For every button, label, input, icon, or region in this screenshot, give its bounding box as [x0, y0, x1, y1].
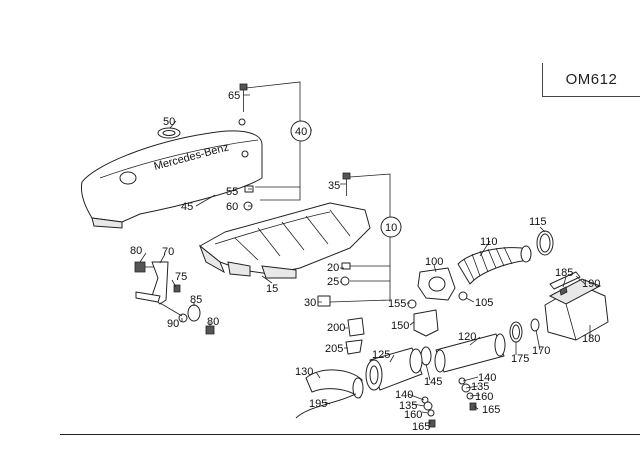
part-label: 160	[475, 391, 493, 403]
part-label: 20	[327, 262, 339, 274]
part-label: 50	[163, 116, 175, 128]
part-label: 185	[555, 267, 573, 279]
callout-40	[290, 120, 312, 142]
star-logo-icon	[119, 171, 137, 185]
bolt-165-right	[469, 402, 477, 411]
part-label: 70	[162, 246, 174, 258]
part-label: 30	[304, 297, 316, 309]
washer-25	[340, 276, 350, 286]
screw-105	[458, 291, 468, 301]
bolt-80-lower	[205, 325, 215, 335]
part-label: 105	[475, 297, 493, 309]
part-label: 130	[295, 366, 313, 378]
intake-manifold-15	[198, 202, 371, 279]
callout-10	[380, 216, 402, 238]
washer-160-left	[427, 409, 435, 417]
bolt-80-upper	[134, 261, 146, 273]
screw-75	[173, 284, 181, 293]
part-label: 35	[328, 180, 340, 192]
part-label: 140	[478, 372, 496, 384]
tube-120	[434, 333, 506, 373]
part-label: 135	[471, 381, 489, 393]
hose-110	[457, 245, 532, 285]
part-label: 165	[412, 421, 430, 433]
part-label: 55	[226, 186, 238, 198]
part-label: 80	[130, 245, 142, 257]
part-label: 75	[175, 271, 187, 283]
model-code: OM612	[565, 71, 618, 88]
bolt-165-left	[428, 419, 436, 428]
part-label: 45	[181, 201, 193, 213]
bracket-70	[135, 261, 169, 305]
bracket-150	[413, 309, 439, 337]
part-label: 85	[190, 294, 202, 306]
bolt-65	[239, 83, 248, 112]
sensor-205	[345, 339, 363, 355]
part-label: 135	[399, 400, 417, 412]
part-label: 165	[482, 404, 500, 416]
part-label: 15	[266, 283, 278, 295]
part-label: 120	[458, 331, 476, 343]
part-label: 140	[395, 389, 413, 401]
part-label: 200	[327, 322, 345, 334]
part-label: 190	[582, 278, 600, 290]
part-label: 25	[327, 276, 339, 288]
part-label: 100	[425, 256, 443, 268]
model-code-box: OM612	[542, 63, 640, 97]
bolt-35	[342, 172, 351, 196]
part-label: 145	[424, 376, 442, 388]
part-label: 155	[388, 298, 406, 310]
part-label: 65	[228, 90, 240, 102]
part-label: 195	[309, 398, 327, 410]
part-label: 60	[226, 201, 238, 213]
part-label: 150	[391, 320, 409, 332]
valve-200	[347, 317, 365, 337]
clamp-145	[420, 346, 432, 366]
clip-30	[317, 295, 331, 307]
callout-40-label: 40	[295, 126, 307, 138]
bottom-divider	[60, 434, 640, 435]
part-label: 80	[207, 316, 219, 328]
washer-90	[178, 313, 188, 323]
part-label: 90	[167, 318, 179, 330]
part-label: 160	[404, 409, 422, 421]
part-label: 205	[325, 343, 343, 355]
part-label: 170	[532, 345, 550, 357]
air-duct-180	[544, 278, 609, 341]
engine-cover-45: Mercedes-Benz	[81, 118, 263, 229]
ring-135-left	[423, 401, 433, 411]
clip-170	[530, 318, 540, 332]
callout-10-label: 10	[385, 222, 397, 234]
washer-140-right	[458, 377, 466, 385]
grommet-85	[187, 304, 201, 322]
part-label: 110	[480, 236, 498, 248]
part-label: 180	[582, 333, 600, 345]
part-label: 175	[511, 353, 529, 365]
clip-185	[559, 286, 568, 296]
coupling-125	[365, 347, 423, 391]
part-label: 115	[529, 216, 547, 228]
part-label: 125	[372, 349, 390, 361]
washer-155	[407, 299, 417, 309]
